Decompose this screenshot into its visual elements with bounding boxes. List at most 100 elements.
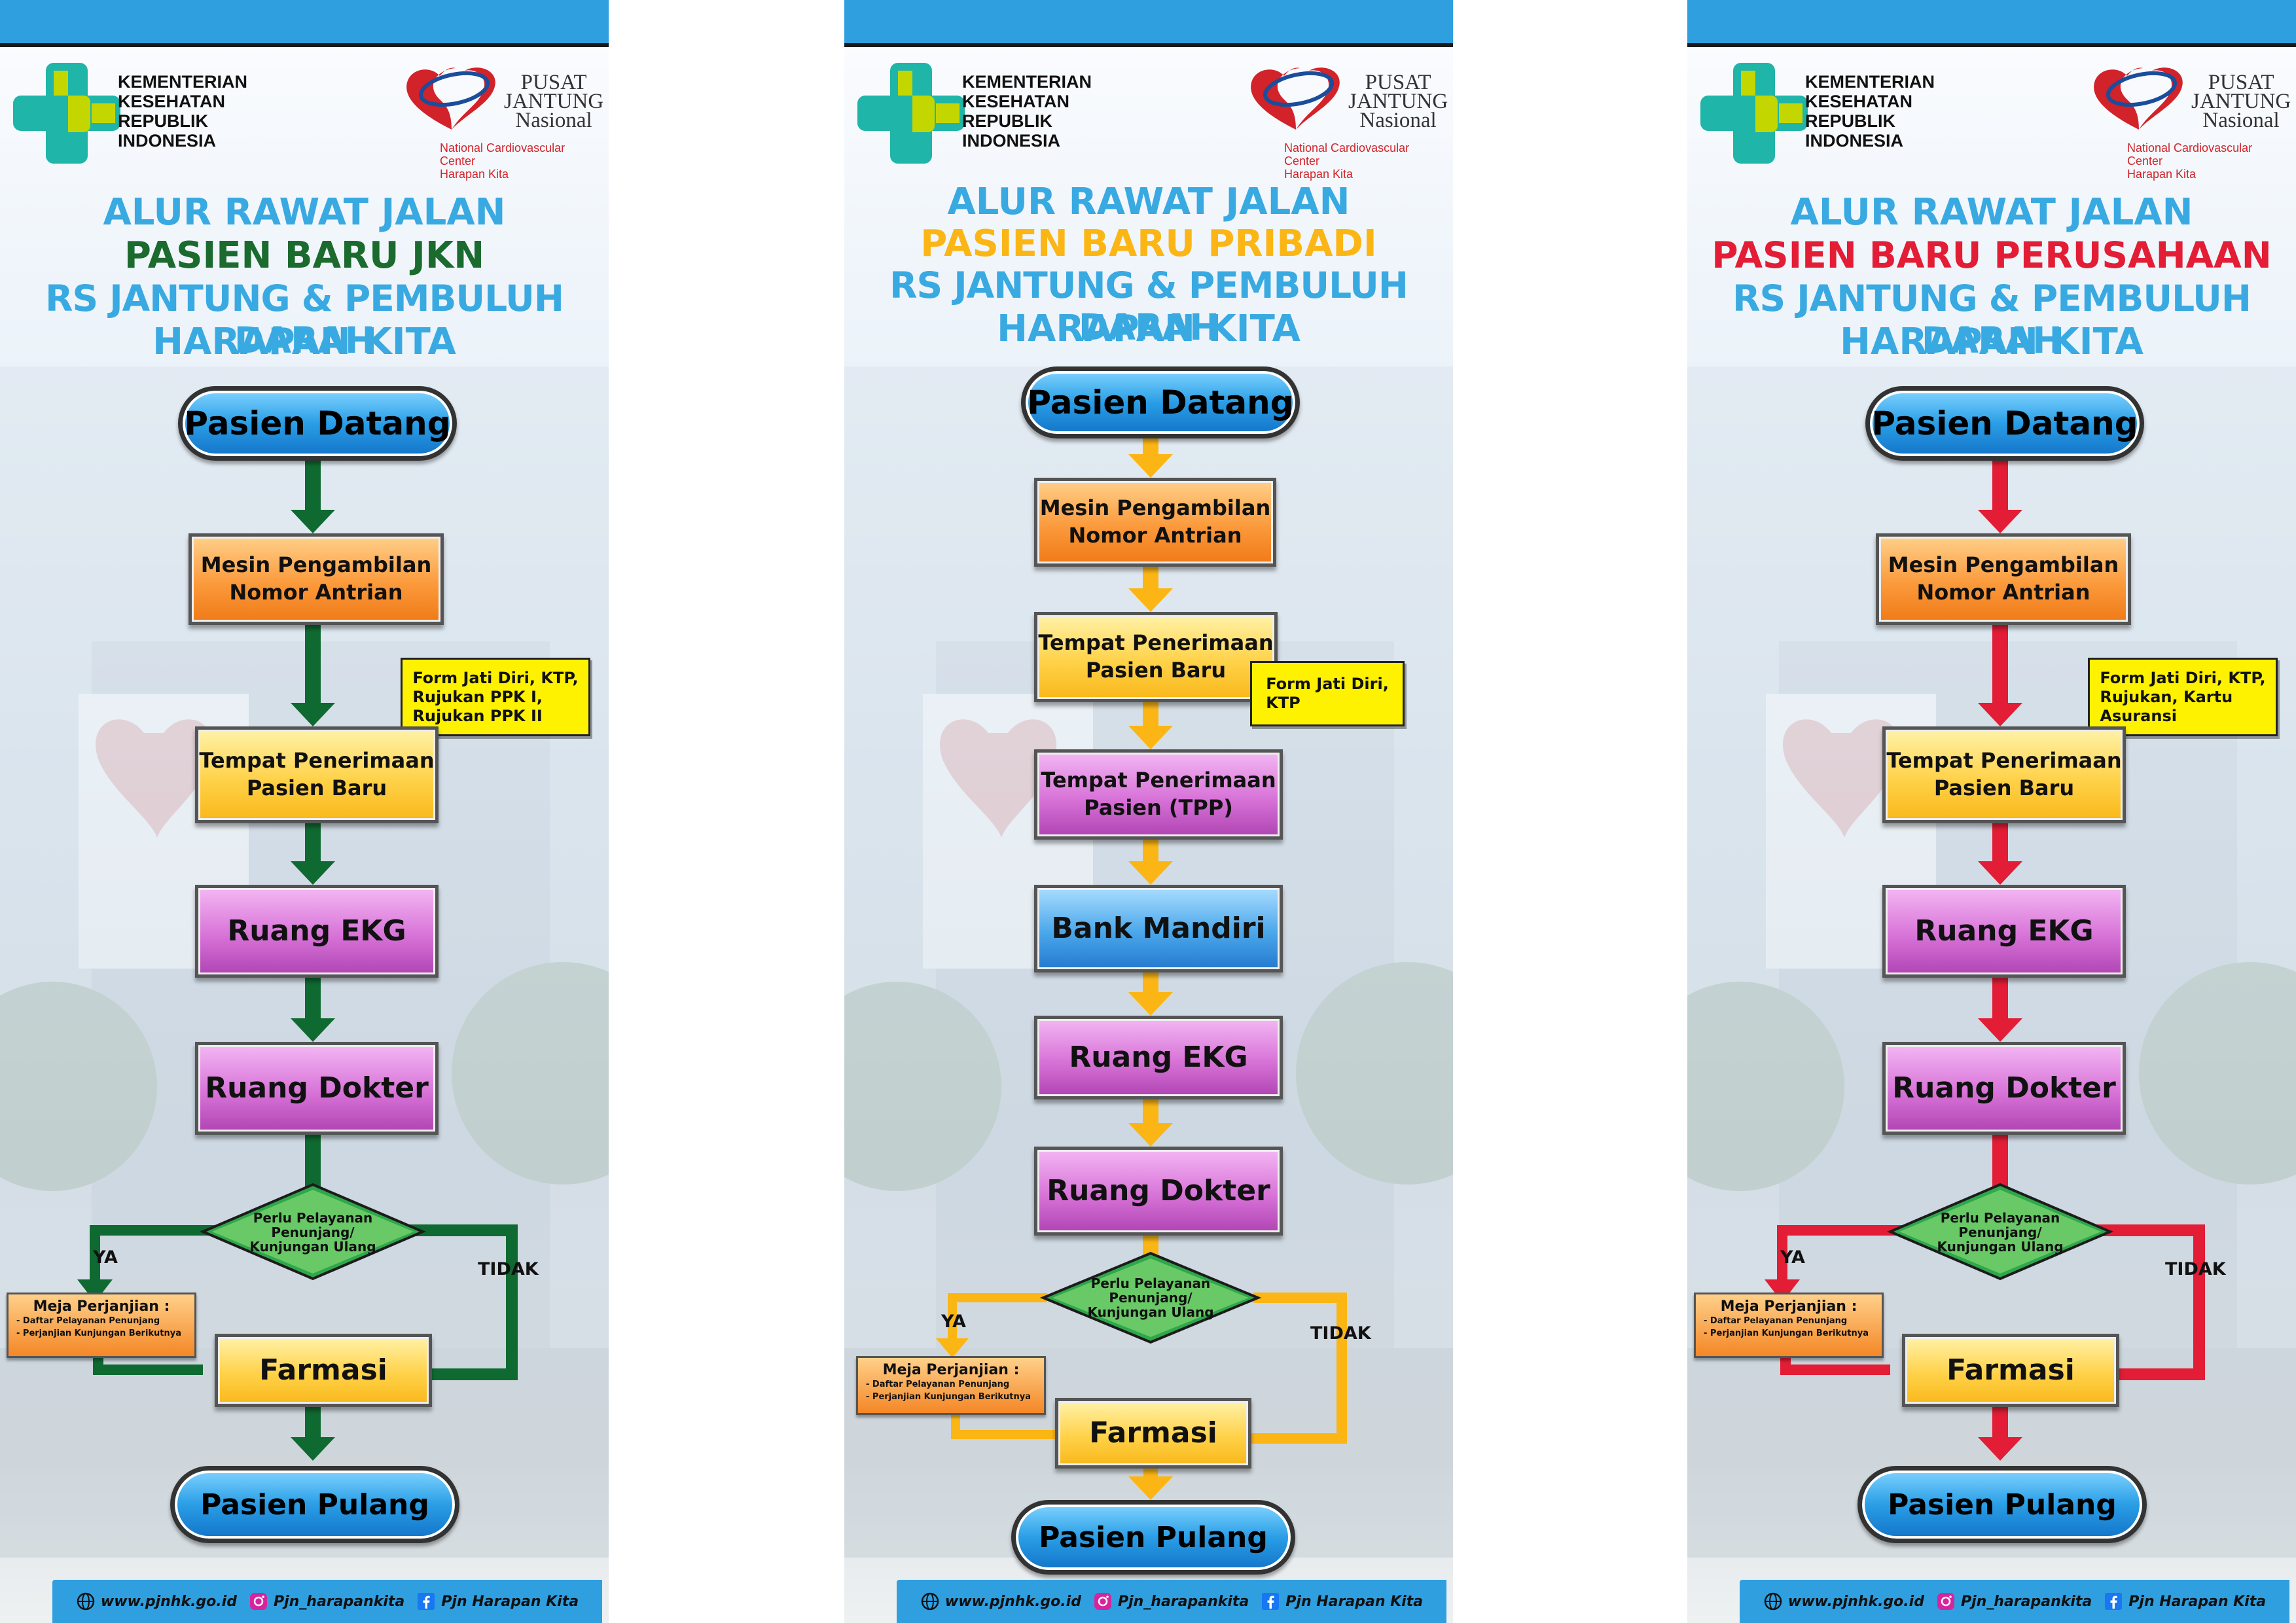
top-bar <box>844 0 1453 47</box>
page-title-1: ALUR RAWAT JALAN <box>103 191 506 234</box>
pjn-name-line: Nasional <box>1359 109 1437 132</box>
website-text: www.pjnhk.go.id <box>1787 1593 1924 1610</box>
bank-mandiri-box: Bank Mandiri <box>1034 885 1283 972</box>
flow-arrow-head <box>1978 703 2022 726</box>
website-link[interactable]: www.pjnhk.go.id <box>76 1592 237 1611</box>
facebook-icon <box>2105 1593 2123 1610</box>
ministry-line: KESEHATAN <box>1805 92 1913 111</box>
no-label: TIDAK <box>2165 1259 2226 1279</box>
registration-box: Tempat Penerimaan Pasien Baru <box>1882 726 2126 823</box>
facebook-text: Pjn Harapan Kita <box>1285 1593 1424 1610</box>
start-pill: Pasien Datang <box>178 386 457 461</box>
facebook-link[interactable]: Pjn Harapan Kita <box>416 1592 579 1611</box>
requirement-item: KTP <box>1266 694 1300 712</box>
facebook-link[interactable]: Pjn Harapan Kita <box>2104 1592 2266 1611</box>
flow-connectors <box>1765 452 2205 1461</box>
page-title-3: RS JANTUNG & PEMBULUH DARAH <box>889 264 1408 348</box>
page-title-1: ALUR RAWAT JALAN <box>1790 191 2193 234</box>
flow-arrow <box>1992 618 2008 704</box>
instagram-link[interactable]: Pjn_harapankita <box>1093 1592 1249 1611</box>
appointment-desk-title: Meja Perjanjian : <box>882 1362 1020 1378</box>
flow-arrow <box>1992 452 2008 511</box>
flow-arrow-head <box>291 510 335 533</box>
doctor-room-box: Ruang Dokter <box>1882 1042 2126 1135</box>
registration-box: Tempat Penerimaan Pasien Baru <box>195 726 439 823</box>
requirement-item: Form Jati Diri, KTP, <box>412 668 579 687</box>
pjn-subtitle-line: National Cardiovascular Center <box>1284 141 1410 168</box>
heart-icon <box>2094 67 2183 130</box>
yes-label: YA <box>93 1247 118 1268</box>
website-text: www.pjnhk.go.id <box>100 1593 237 1610</box>
appointment-desk-title: Meja Perjanjian : <box>33 1298 170 1315</box>
appointment-desk-box: Meja Perjanjian :- Daftar Pelayanan Penu… <box>7 1293 196 1358</box>
pjn-name-line: PUSAT <box>1365 71 1431 94</box>
page-title-3: RS JANTUNG & PEMBULUH DARAH <box>45 277 564 361</box>
flow-arrow-head <box>1128 588 1173 612</box>
pjn-subtitle-line: Harapan Kita <box>2127 168 2197 181</box>
ministry-line: INDONESIA <box>962 131 1061 151</box>
flow-arrow-head <box>291 703 335 726</box>
end-pill: Pasien Pulang <box>170 1466 459 1543</box>
flow-connectors <box>77 452 518 1461</box>
flow-connector <box>386 1224 518 1380</box>
requirements-list: Form Jati Diri, KTP,Rujukan PPK I,Rujuka… <box>412 669 578 726</box>
queue-machine-box: Mesin Pengambilan Nomor Antrian <box>1034 478 1276 567</box>
ekg-room-box: Ruang EKG <box>1882 885 2126 978</box>
website-link[interactable]: www.pjnhk.go.id <box>920 1592 1081 1611</box>
website-link[interactable]: www.pjnhk.go.id <box>1763 1592 1924 1611</box>
flow-arrow-head <box>1978 861 2022 885</box>
flow-arrow-head <box>1128 1123 1173 1147</box>
doctor-room-box: Ruang Dokter <box>195 1042 439 1135</box>
facebook-icon <box>1262 1593 1280 1610</box>
instagram-icon <box>1094 1593 1111 1610</box>
queue-machine-box: Mesin Pengambilan Nomor Antrian <box>188 533 444 625</box>
ministry-line: INDONESIA <box>1805 131 1904 151</box>
pjn-name-line: PUSAT <box>2208 71 2274 94</box>
requirement-item: Form Jati Diri, KTP, <box>2100 668 2266 687</box>
ministry-line: REPUBLIK <box>1805 111 1896 131</box>
pjn-subtitle-line: National Cardiovascular Center <box>2127 141 2253 168</box>
requirement-item: Rujukan PPK I, <box>412 687 543 706</box>
facebook-link[interactable]: Pjn Harapan Kita <box>1261 1592 1423 1611</box>
heart-icon <box>406 67 495 130</box>
appointment-desk-item: - Perjanjian Kunjungan Berikutnya <box>866 1392 1031 1402</box>
no-label: TIDAK <box>478 1259 539 1279</box>
page-title-2: PASIEN BARU JKN <box>124 234 485 277</box>
appointment-desk-title: Meja Perjanjian : <box>1720 1298 1857 1315</box>
requirements-note: Form Jati Diri,KTP <box>1250 661 1405 726</box>
yes-label: YA <box>1780 1247 1805 1268</box>
pjn-subtitle-line: National Cardiovascular Center <box>440 141 565 168</box>
requirement-item: Form Jati Diri, <box>1266 675 1389 693</box>
ministry-line: KESEHATAN <box>962 92 1070 111</box>
page-title-2: PASIEN BARU PRIBADI <box>920 223 1377 265</box>
appointment-desk-item: - Perjanjian Kunjungan Berikutnya <box>1704 1329 1869 1338</box>
facebook-text: Pjn Harapan Kita <box>2128 1593 2267 1610</box>
flow-connector <box>1777 1225 1926 1283</box>
flow-arrow <box>305 618 321 704</box>
page-title-4: HARAPAN KITA <box>152 321 456 363</box>
page-title-1: ALUR RAWAT JALAN <box>947 181 1350 223</box>
flow-arrow-head <box>291 1018 335 1042</box>
page-title-2: PASIEN BARU PERUSAHAAN <box>1712 234 2272 276</box>
kemenkes-logo <box>1700 63 1808 164</box>
globe-icon <box>1764 1592 1782 1611</box>
end-pill: Pasien Pulang <box>1857 1466 2147 1543</box>
flow-connector <box>2073 1224 2205 1380</box>
instagram-link[interactable]: Pjn_harapankita <box>249 1592 404 1611</box>
flow-connector <box>948 1293 1047 1342</box>
pjn-name-line: Nasional <box>2202 109 2280 132</box>
instagram-link[interactable]: Pjn_harapankita <box>1936 1592 2092 1611</box>
ekg-room-box: Ruang EKG <box>1034 1016 1283 1099</box>
flow-arrow-head <box>1128 861 1173 885</box>
pjn-subtitle-line: Harapan Kita <box>440 168 509 181</box>
pharmacy-box: Farmasi <box>215 1334 432 1407</box>
